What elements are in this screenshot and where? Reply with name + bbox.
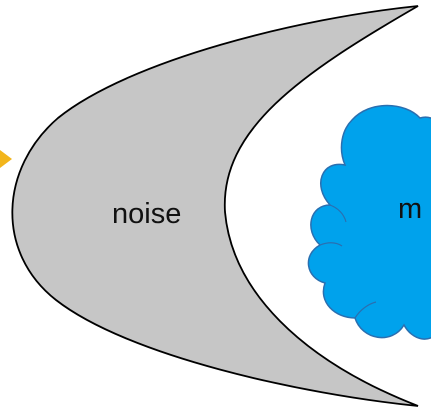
cloud-lobe-line xyxy=(329,204,347,223)
noise-label: noise xyxy=(112,198,181,230)
arrow-tip xyxy=(0,150,12,168)
cloud-lobe-line xyxy=(319,242,343,247)
cloud-label: m xyxy=(398,193,422,225)
cloud-shape xyxy=(307,104,431,340)
crescent-shape xyxy=(11,5,419,407)
cloud-lobe-line xyxy=(354,301,377,319)
